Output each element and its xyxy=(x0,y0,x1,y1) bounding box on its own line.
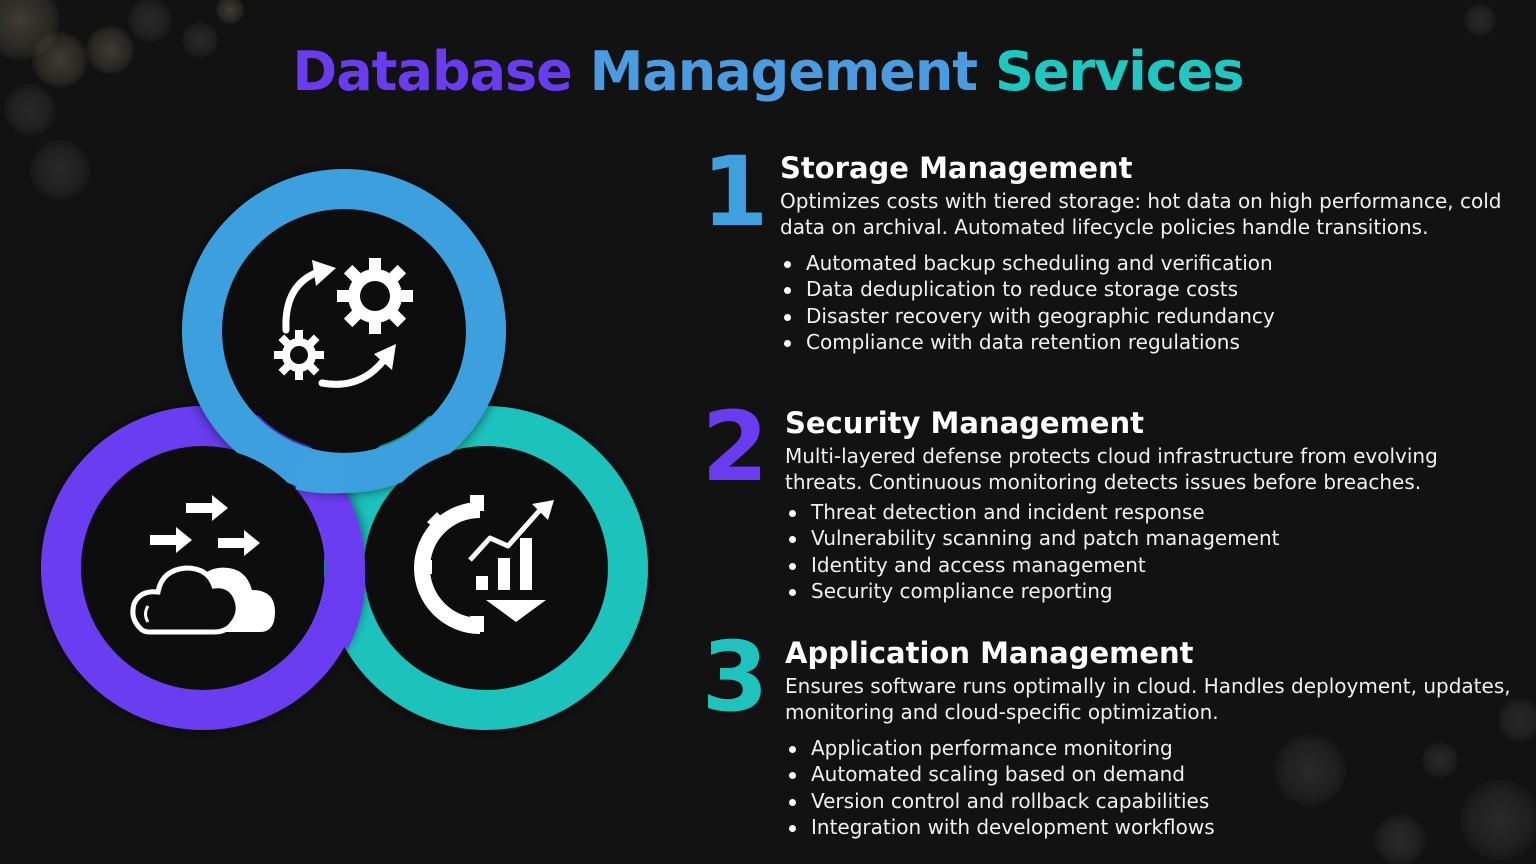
title-word-2: Management xyxy=(589,40,978,103)
list-item: Data deduplication to reduce storage cos… xyxy=(780,276,1510,302)
list-item: Automated backup scheduling and verifica… xyxy=(780,250,1510,276)
list-item: Application performance monitoring xyxy=(785,735,1515,761)
list-item: Security compliance reporting xyxy=(785,578,1515,604)
section-body: Storage Management Optimizes costs with … xyxy=(780,150,1510,355)
section-number: 1 xyxy=(701,136,769,248)
section-storage: 1 Storage Management Optimizes costs wit… xyxy=(700,144,1520,390)
title-word-1: Database xyxy=(292,40,572,103)
section-description: Multi-layered defense protects cloud inf… xyxy=(785,444,1438,494)
list-item: Threat detection and incident response xyxy=(785,499,1515,525)
list-item: Vulnerability scanning and patch managem… xyxy=(785,525,1515,551)
section-body: Security Management Multi-layered defens… xyxy=(785,405,1515,604)
section-title: Security Management xyxy=(785,406,1144,440)
list-item: Automated scaling based on demand xyxy=(785,761,1515,787)
section-description: Optimizes costs with tiered storage: hot… xyxy=(780,189,1502,239)
rings-diagram xyxy=(41,169,648,730)
section-description: Ensures software runs optimally in cloud… xyxy=(785,674,1511,724)
bullet-list: Automated backup scheduling and verifica… xyxy=(780,250,1510,355)
list-item: Version control and rollback capabilitie… xyxy=(785,788,1515,814)
list-item: Integration with development workflows xyxy=(785,814,1515,840)
cloud-transfer-icon xyxy=(130,495,275,635)
list-item: Disaster recovery with geographic redund… xyxy=(780,303,1510,329)
bullet-list: Application performance monitoring Autom… xyxy=(785,735,1515,840)
gears-cycle-icon xyxy=(274,258,413,388)
section-body: Application Management Ensures software … xyxy=(785,635,1515,840)
section-number: 2 xyxy=(701,391,769,503)
bullet-list: Threat detection and incident response V… xyxy=(785,499,1515,604)
page-title: Database Management Services xyxy=(0,40,1536,103)
section-number: 3 xyxy=(701,621,769,733)
list-item: Compliance with data retention regulatio… xyxy=(780,329,1510,355)
section-title: Application Management xyxy=(785,636,1194,670)
gear-chart-growth-icon xyxy=(414,495,554,634)
title-word-3: Services xyxy=(994,40,1245,103)
section-security: 2 Security Management Multi-layered defe… xyxy=(700,399,1520,615)
section-application: 3 Application Management Ensures softwar… xyxy=(700,629,1520,855)
section-title: Storage Management xyxy=(780,151,1133,185)
list-item: Identity and access management xyxy=(785,552,1515,578)
